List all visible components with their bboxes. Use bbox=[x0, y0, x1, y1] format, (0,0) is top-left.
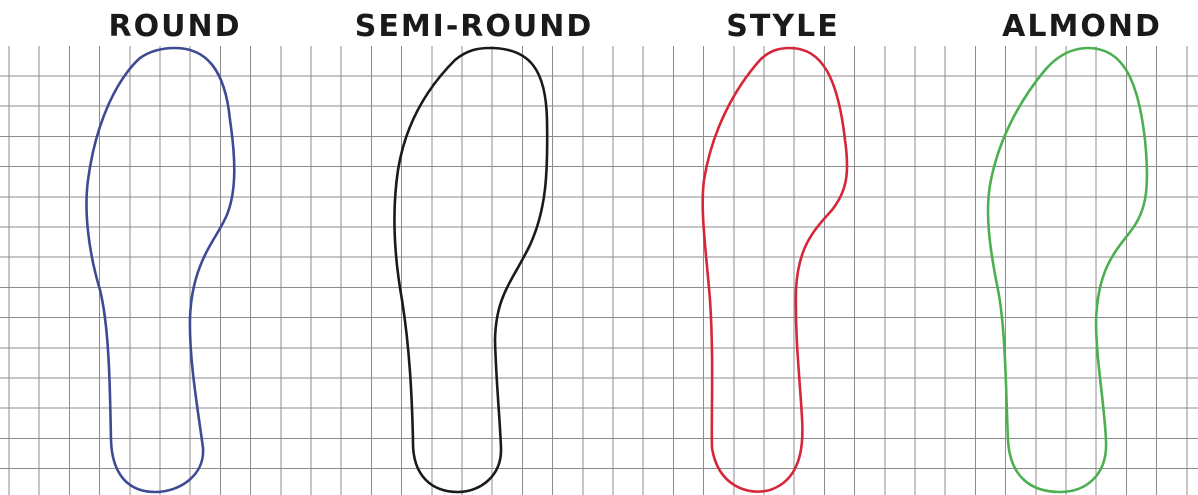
insole-outline-style bbox=[703, 48, 847, 492]
label-style: STYLE bbox=[726, 9, 839, 44]
insole-outline-almond bbox=[988, 48, 1147, 492]
insole-outline-semi-round bbox=[395, 48, 548, 492]
label-almond: ALMOND bbox=[1002, 9, 1162, 44]
graph-paper-grid bbox=[0, 46, 1198, 495]
label-semi-round: SEMI-ROUND bbox=[355, 9, 594, 44]
label-round: ROUND bbox=[109, 9, 242, 44]
